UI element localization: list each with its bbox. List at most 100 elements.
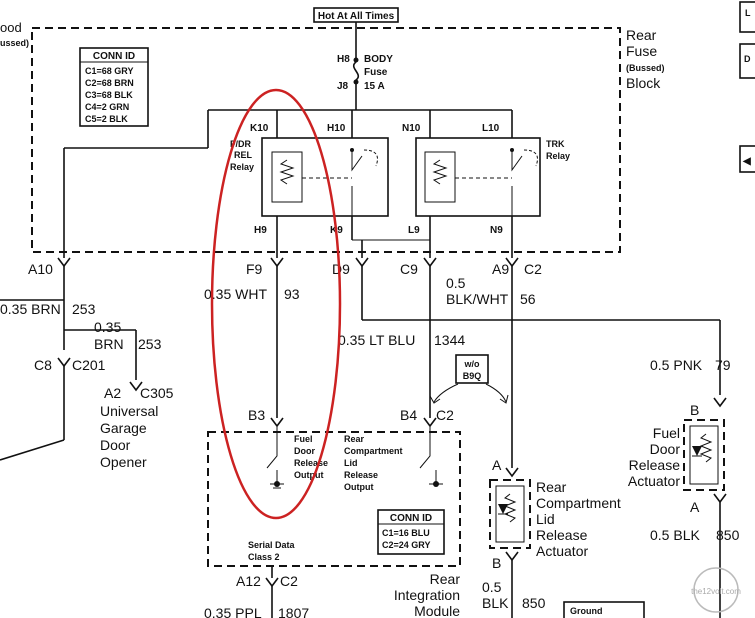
- corner-left-fragment: ood ussed): [0, 20, 29, 48]
- svg-text:Actuator: Actuator: [536, 543, 588, 559]
- hot-at-all-times-label: Hot At All Times: [313, 7, 399, 23]
- svg-text:w/o: w/o: [464, 359, 481, 369]
- svg-text:L10: L10: [482, 123, 500, 134]
- svg-text:0.35 PPL: 0.35 PPL: [204, 605, 262, 618]
- svg-text:F/DR: F/DR: [230, 139, 251, 149]
- svg-text:0.35: 0.35: [94, 319, 121, 335]
- svg-text:L9: L9: [408, 225, 420, 236]
- universal-garage-door-opener: Universal Garage Door Opener: [100, 403, 158, 470]
- svg-text:N10: N10: [402, 123, 421, 134]
- svg-text:CONN ID: CONN ID: [93, 51, 135, 62]
- svg-text:0.5: 0.5: [446, 275, 466, 291]
- svg-text:93: 93: [284, 286, 300, 302]
- rear-integration-module-boundary: [207, 431, 461, 567]
- corner-right-fragment: L D ◀: [739, 1, 755, 173]
- svg-text:K10: K10: [250, 123, 269, 134]
- svg-text:Actuator: Actuator: [628, 473, 680, 489]
- conn-id-table-rim: CONN ID C1=16 BLU C2=24 GRY: [377, 509, 445, 555]
- svg-text:A12: A12: [236, 573, 261, 589]
- svg-text:B: B: [492, 555, 501, 571]
- svg-text:Door: Door: [100, 437, 131, 453]
- svg-text:Rear: Rear: [536, 479, 567, 495]
- svg-text:56: 56: [520, 291, 536, 307]
- svg-text:Compartment: Compartment: [344, 446, 403, 456]
- svg-text:D9: D9: [332, 261, 350, 277]
- conn-id-table-fuse-block: CONN ID C1=68 GRY C2=68 BRN C3=68 BLK C4…: [79, 47, 149, 127]
- svg-text:0.5 BLK: 0.5 BLK: [650, 527, 700, 543]
- svg-text:A: A: [492, 457, 502, 473]
- svg-text:Lid: Lid: [344, 458, 358, 468]
- option-without-b9q: w/o B9Q: [429, 354, 509, 404]
- rear-integration-module-title: Rear Integration Module: [394, 571, 460, 618]
- svg-text:◀: ◀: [742, 156, 751, 167]
- svg-text:C4=2 GRN: C4=2 GRN: [85, 102, 129, 112]
- trunk-release-relay: N10 L10 TRK Relay L9 N9: [402, 110, 570, 240]
- svg-text:A: A: [690, 499, 700, 515]
- svg-text:C201: C201: [72, 357, 106, 373]
- serial-data-class-2: Serial Data Class 2: [248, 540, 296, 562]
- svg-text:L: L: [745, 8, 751, 18]
- lid-release-output: Rear Compartment Lid Release Output: [344, 426, 443, 492]
- svg-text:Relay: Relay: [546, 151, 570, 161]
- svg-text:Rear: Rear: [626, 27, 657, 43]
- svg-text:79: 79: [715, 357, 731, 373]
- wire-label-blk-850-right: 0.5 BLK 850: [650, 527, 740, 543]
- svg-text:Door: Door: [650, 441, 681, 457]
- wire-label-brn-253: 0.35 BRN 253: [0, 301, 96, 317]
- svg-text:Block: Block: [626, 75, 661, 91]
- svg-text:Release: Release: [629, 457, 681, 473]
- svg-text:C2: C2: [280, 573, 298, 589]
- svg-text:D: D: [744, 54, 751, 64]
- svg-text:H9: H9: [254, 225, 267, 236]
- svg-text:Fuel: Fuel: [653, 425, 680, 441]
- svg-text:TRK: TRK: [546, 139, 565, 149]
- svg-text:Release: Release: [344, 470, 378, 480]
- svg-text:Door: Door: [294, 446, 315, 456]
- svg-text:Rear: Rear: [430, 571, 461, 587]
- svg-text:Universal: Universal: [100, 403, 158, 419]
- svg-text:0.35 BRN: 0.35 BRN: [0, 301, 61, 317]
- watermark: the12volt.com: [691, 567, 741, 613]
- svg-text:C3=68 BLK: C3=68 BLK: [85, 90, 133, 100]
- svg-text:Module: Module: [414, 603, 460, 618]
- wire-label-wht-93: 0.35 WHT 93: [204, 286, 300, 302]
- connector-c305: A2 C305: [104, 385, 174, 401]
- svg-text:CONN ID: CONN ID: [390, 513, 432, 524]
- svg-text:A2: A2: [104, 385, 121, 401]
- svg-text:BLK/WHT: BLK/WHT: [446, 291, 509, 307]
- svg-text:C305: C305: [140, 385, 174, 401]
- svg-text:Ground: Ground: [570, 606, 603, 616]
- svg-text:C2: C2: [524, 261, 542, 277]
- svg-text:REL: REL: [234, 150, 253, 160]
- wire-label-blk-wht-56: 0.5 BLK/WHT 56: [446, 275, 536, 307]
- svg-text:Garage: Garage: [100, 420, 147, 436]
- svg-text:850: 850: [522, 595, 546, 611]
- svg-text:H10: H10: [327, 123, 346, 134]
- svg-text:BODY: BODY: [364, 54, 393, 65]
- svg-text:A9: A9: [492, 261, 509, 277]
- svg-text:A10: A10: [28, 261, 53, 277]
- svg-text:C1=16 BLU: C1=16 BLU: [382, 528, 430, 538]
- svg-text:B: B: [690, 402, 699, 418]
- svg-text:Release: Release: [536, 527, 588, 543]
- fuel-door-release-output: Fuel Door Release Output: [266, 426, 328, 489]
- svg-text:Hot At All Times: Hot At All Times: [318, 11, 395, 22]
- connector-a12-c2: A12 C2: [236, 573, 298, 589]
- svg-text:850: 850: [716, 527, 740, 543]
- svg-text:0.35 WHT: 0.35 WHT: [204, 286, 267, 302]
- wire-label-brn-253-branch: 0.35 BRN 253: [94, 319, 162, 352]
- svg-text:(Bussed): (Bussed): [626, 63, 665, 73]
- svg-text:15 A: 15 A: [364, 81, 385, 92]
- svg-text:253: 253: [138, 336, 162, 352]
- svg-text:Rear: Rear: [344, 434, 365, 444]
- svg-text:253: 253: [72, 301, 96, 317]
- svg-text:Lid: Lid: [536, 511, 555, 527]
- svg-text:Output: Output: [344, 482, 374, 492]
- svg-text:Output: Output: [294, 470, 324, 480]
- highlight-ellipse: [210, 88, 342, 520]
- svg-text:the12volt.com: the12volt.com: [691, 587, 741, 596]
- wire-label-lt-blu-1344: 0.35 LT BLU 1344: [338, 332, 465, 348]
- svg-text:C8: C8: [34, 357, 52, 373]
- svg-text:BRN: BRN: [94, 336, 124, 352]
